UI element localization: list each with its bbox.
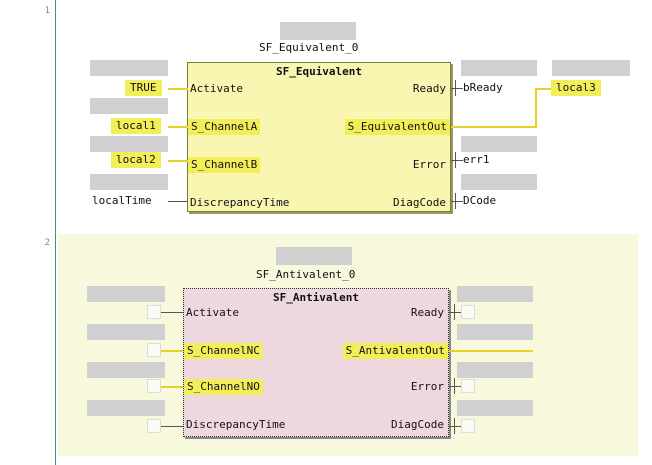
- empty-input-slot[interactable]: [147, 379, 161, 393]
- empty-input-slot[interactable]: [147, 343, 161, 357]
- output-comment-box[interactable]: [461, 136, 537, 152]
- instance-comment-box[interactable]: [276, 247, 352, 265]
- wire: [455, 152, 456, 168]
- pin-discrepancytime[interactable]: DiscrepancyTime: [190, 196, 290, 209]
- input-comment-box[interactable]: [87, 324, 165, 340]
- input-comment-box[interactable]: [90, 136, 168, 152]
- gutter-divider: [55, 0, 56, 465]
- pin-s-equivalentout[interactable]: S_EquivalentOut: [344, 119, 450, 135]
- input-comment-box[interactable]: [90, 174, 168, 190]
- empty-input-slot[interactable]: [147, 305, 161, 319]
- wire: [454, 304, 455, 320]
- wire: [168, 160, 188, 162]
- wire: [161, 312, 183, 313]
- wire: [454, 418, 455, 434]
- line-number-gutter: [0, 0, 55, 465]
- empty-output-slot[interactable]: [461, 419, 475, 433]
- instance-name[interactable]: SF_Equivalent_0: [259, 41, 359, 54]
- pin-s-antivalentout[interactable]: S_AntivalentOut: [342, 343, 448, 359]
- function-block-sf-equivalent[interactable]: SF_Equivalent Activate S_ChannelA S_Chan…: [187, 62, 451, 212]
- output-comment-box[interactable]: [461, 60, 537, 76]
- pin-activate[interactable]: Activate: [186, 306, 239, 319]
- pin-error[interactable]: Error: [410, 380, 444, 393]
- input-comment-box[interactable]: [90, 60, 168, 76]
- output-variable[interactable]: err1: [463, 153, 490, 166]
- pin-discrepancytime[interactable]: DiscrepancyTime: [186, 418, 286, 431]
- pin-error[interactable]: Error: [412, 158, 446, 171]
- wire: [535, 88, 551, 90]
- pin-s-channelb[interactable]: S_ChannelB: [188, 157, 261, 173]
- wire: [455, 80, 456, 96]
- output-comment-box[interactable]: [552, 60, 630, 76]
- wire: [454, 378, 455, 394]
- wire: [451, 201, 463, 202]
- input-comment-box[interactable]: [87, 286, 165, 302]
- wire: [168, 201, 188, 202]
- function-block-sf-antivalent[interactable]: SF_Antivalent Activate S_ChannelNC S_Cha…: [183, 288, 449, 437]
- wire: [451, 126, 535, 128]
- instance-name[interactable]: SF_Antivalent_0: [256, 268, 356, 281]
- pin-diagcode[interactable]: DiagCode: [393, 196, 446, 209]
- input-variable[interactable]: local1: [111, 118, 161, 134]
- pin-s-channela[interactable]: S_ChannelA: [188, 119, 261, 135]
- empty-output-slot[interactable]: [461, 379, 475, 393]
- wire: [449, 312, 461, 313]
- input-comment-box[interactable]: [87, 362, 165, 378]
- wire: [451, 88, 463, 89]
- pin-diagcode[interactable]: DiagCode: [391, 418, 444, 431]
- output-comment-box[interactable]: [457, 362, 533, 378]
- output-comment-box[interactable]: [461, 174, 537, 190]
- block-type-title: SF_Equivalent: [275, 65, 363, 78]
- wire: [161, 386, 183, 388]
- input-variable[interactable]: TRUE: [125, 80, 162, 96]
- input-comment-box[interactable]: [87, 400, 165, 416]
- wire: [451, 160, 463, 161]
- wire: [168, 126, 188, 128]
- wire: [449, 426, 461, 427]
- output-variable[interactable]: bReady: [463, 81, 503, 94]
- output-comment-box[interactable]: [457, 400, 533, 416]
- pin-ready[interactable]: Ready: [412, 82, 446, 95]
- wire: [161, 426, 183, 427]
- rung-number-1: 1: [44, 6, 50, 16]
- output-comment-box[interactable]: [457, 324, 533, 340]
- pin-s-channelnc[interactable]: S_ChannelNC: [184, 343, 263, 359]
- empty-input-slot[interactable]: [147, 419, 161, 433]
- wire: [161, 350, 183, 352]
- pin-s-channelno[interactable]: S_ChannelNO: [184, 379, 263, 395]
- empty-output-slot[interactable]: [461, 305, 475, 319]
- wire: [535, 88, 537, 128]
- instance-comment-box[interactable]: [280, 22, 356, 40]
- output-comment-box[interactable]: [457, 286, 533, 302]
- input-variable[interactable]: local2: [111, 152, 161, 168]
- wire: [449, 350, 533, 352]
- pin-ready[interactable]: Ready: [410, 306, 444, 319]
- output-variable[interactable]: local3: [551, 80, 601, 96]
- block-type-title: SF_Antivalent: [272, 291, 360, 304]
- wire: [455, 193, 456, 209]
- rung-number-2: 2: [44, 238, 50, 248]
- output-variable[interactable]: DCode: [463, 194, 497, 207]
- input-comment-box[interactable]: [90, 98, 168, 114]
- wire: [168, 88, 188, 90]
- wire: [449, 386, 461, 387]
- input-variable[interactable]: localTime: [92, 194, 152, 207]
- pin-activate[interactable]: Activate: [190, 82, 243, 95]
